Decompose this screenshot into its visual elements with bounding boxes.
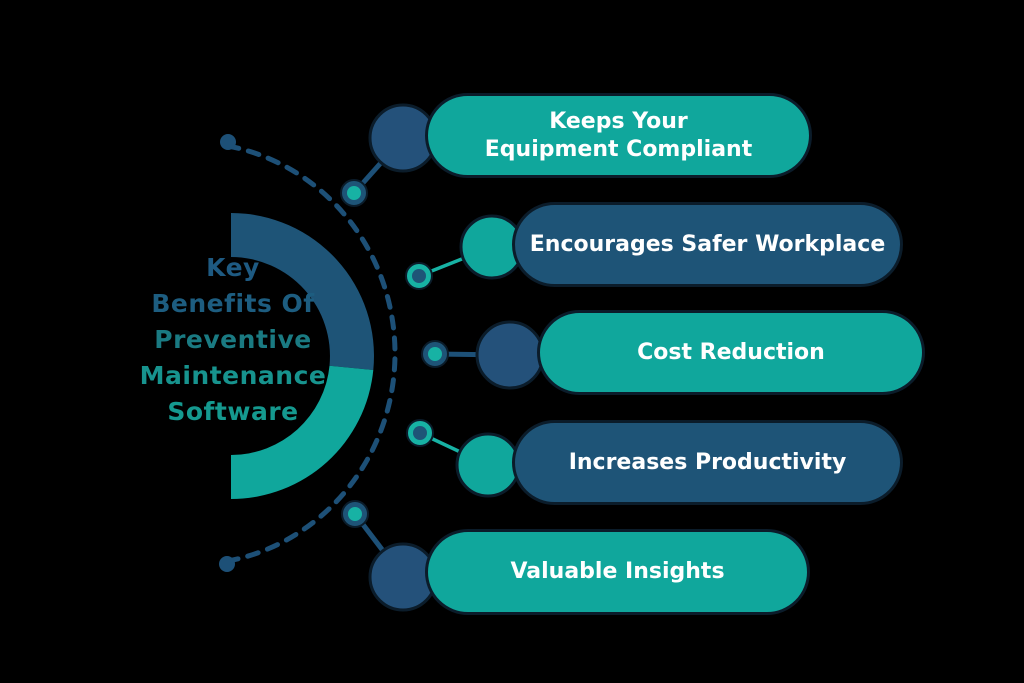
arc-node-4: [406, 419, 434, 447]
arc-node-3: [421, 340, 449, 368]
half-donut-top-segment: [231, 213, 374, 370]
title-line-4: Maintenance: [139, 361, 327, 390]
half-donut-bottom-segment: [231, 365, 374, 499]
arc-node-1: [340, 179, 368, 207]
arc-node-5-core: [348, 507, 362, 521]
arc-node-3-core: [428, 347, 442, 361]
title-line-1: Key: [206, 253, 260, 282]
title-line-2: Benefits Of: [151, 289, 315, 318]
arc-node-4-core: [413, 426, 427, 440]
diagram-title: Key Benefits Of Preventive Maintenance S…: [93, 250, 373, 430]
benefit-label-line: Increases Productivity: [568, 449, 847, 475]
arc-node-2-core: [412, 269, 426, 283]
benefit-pill-keeps-equipment-compliant: Keeps Your Equipment Compliant: [425, 93, 812, 178]
benefit-label-line: Encourages Safer Workplace: [529, 231, 886, 257]
benefit-label-line: Cost Reduction: [637, 339, 825, 365]
benefit-label-line: Equipment Compliant: [484, 136, 753, 162]
pill-circle-4: [455, 432, 521, 498]
benefit-pill-encourages-safer-workplace: Encourages Safer Workplace: [512, 202, 903, 287]
arc-endpoint-dot-bottom: [219, 556, 235, 572]
title-line-5: Software: [167, 397, 299, 426]
arc-node-5: [341, 500, 369, 528]
arc-node-2: [405, 262, 433, 290]
title-line-3: Preventive: [154, 325, 312, 354]
pill-circle-3: [475, 320, 545, 390]
benefit-pill-cost-reduction: Cost Reduction: [537, 310, 925, 395]
benefit-pill-increases-productivity: Increases Productivity: [512, 420, 903, 505]
dashed-arc: [225, 143, 398, 564]
benefit-label-line: Keeps Your: [549, 108, 688, 134]
benefit-pill-valuable-insights: Valuable Insights: [425, 529, 810, 615]
arc-endpoint-dot-top: [220, 134, 236, 150]
arc-node-1-core: [347, 186, 361, 200]
benefit-label-line: Valuable Insights: [510, 559, 725, 584]
